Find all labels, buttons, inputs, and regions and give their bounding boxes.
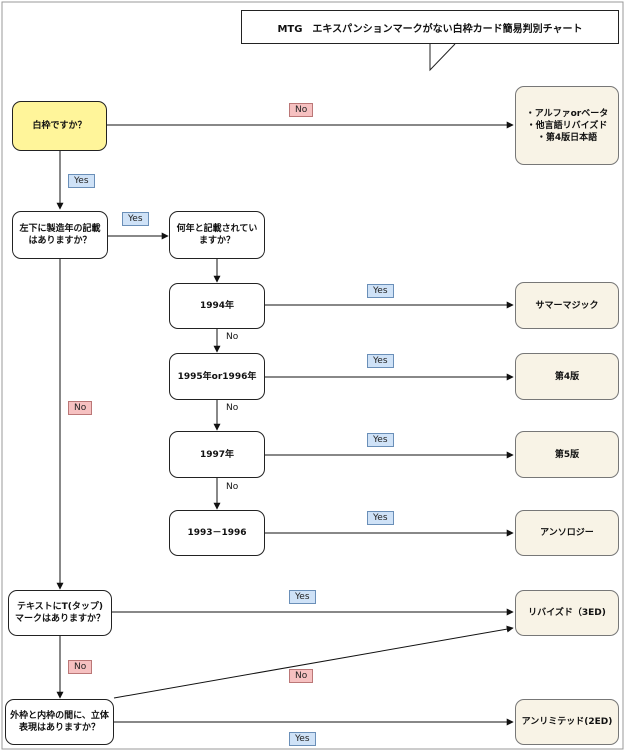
- node-1993-1996: 1993－1996: [169, 510, 265, 556]
- no-marker-1994: No: [226, 332, 239, 342]
- tag-white-yes: Yes: [68, 174, 95, 188]
- tag-copyright-no: No: [68, 401, 93, 415]
- result-unlimited: アンリミテッド(2ED): [515, 699, 619, 745]
- node-bevel: 外枠と内枠の間に、立体 表現はありますか？: [5, 699, 114, 745]
- result-anthology: アンソロジー: [515, 510, 619, 556]
- tag-1997-yes: Yes: [367, 433, 394, 447]
- result-alpha-beta: ・アルファorベータ ・他言語リバイズド ・第4版日本語: [515, 86, 619, 165]
- no-marker-1995: No: [226, 403, 239, 413]
- node-tap-mark: テキストにT(タップ) マークはありますか？: [8, 590, 112, 636]
- node-copyright-year: 左下に製造年の記載 はありますか？: [12, 211, 108, 259]
- node-which-year: 何年と記載されてい ますか？: [169, 211, 265, 259]
- tag-white-no: No: [289, 103, 314, 117]
- tag-bevel-no: No: [289, 669, 314, 683]
- tag-1993-yes: Yes: [367, 511, 394, 525]
- node-1997: 1997年: [169, 431, 265, 478]
- node-1995-1996: 1995年or1996年: [169, 353, 265, 400]
- tag-1994-yes: Yes: [367, 284, 394, 298]
- node-1994: 1994年: [169, 283, 265, 329]
- edge-bevel-no: [113, 625, 514, 699]
- chart-title: MTG エキスパンションマークがない白枠カード簡易判別チャート: [241, 10, 619, 44]
- tag-tap-no: No: [68, 660, 93, 674]
- node-white-frame: 白枠ですか？: [12, 101, 107, 151]
- tag-copyright-yes: Yes: [122, 212, 149, 226]
- result-fifth-edition: 第5版: [515, 431, 619, 478]
- tag-tap-yes: Yes: [289, 590, 316, 604]
- tag-bevel-yes: Yes: [289, 732, 316, 746]
- result-summer-magic: サマーマジック: [515, 282, 619, 329]
- result-fourth-edition: 第4版: [515, 353, 619, 400]
- tag-1995-yes: Yes: [367, 354, 394, 368]
- result-revised: リバイズド（3ED): [515, 590, 619, 636]
- no-marker-1997: No: [226, 482, 239, 492]
